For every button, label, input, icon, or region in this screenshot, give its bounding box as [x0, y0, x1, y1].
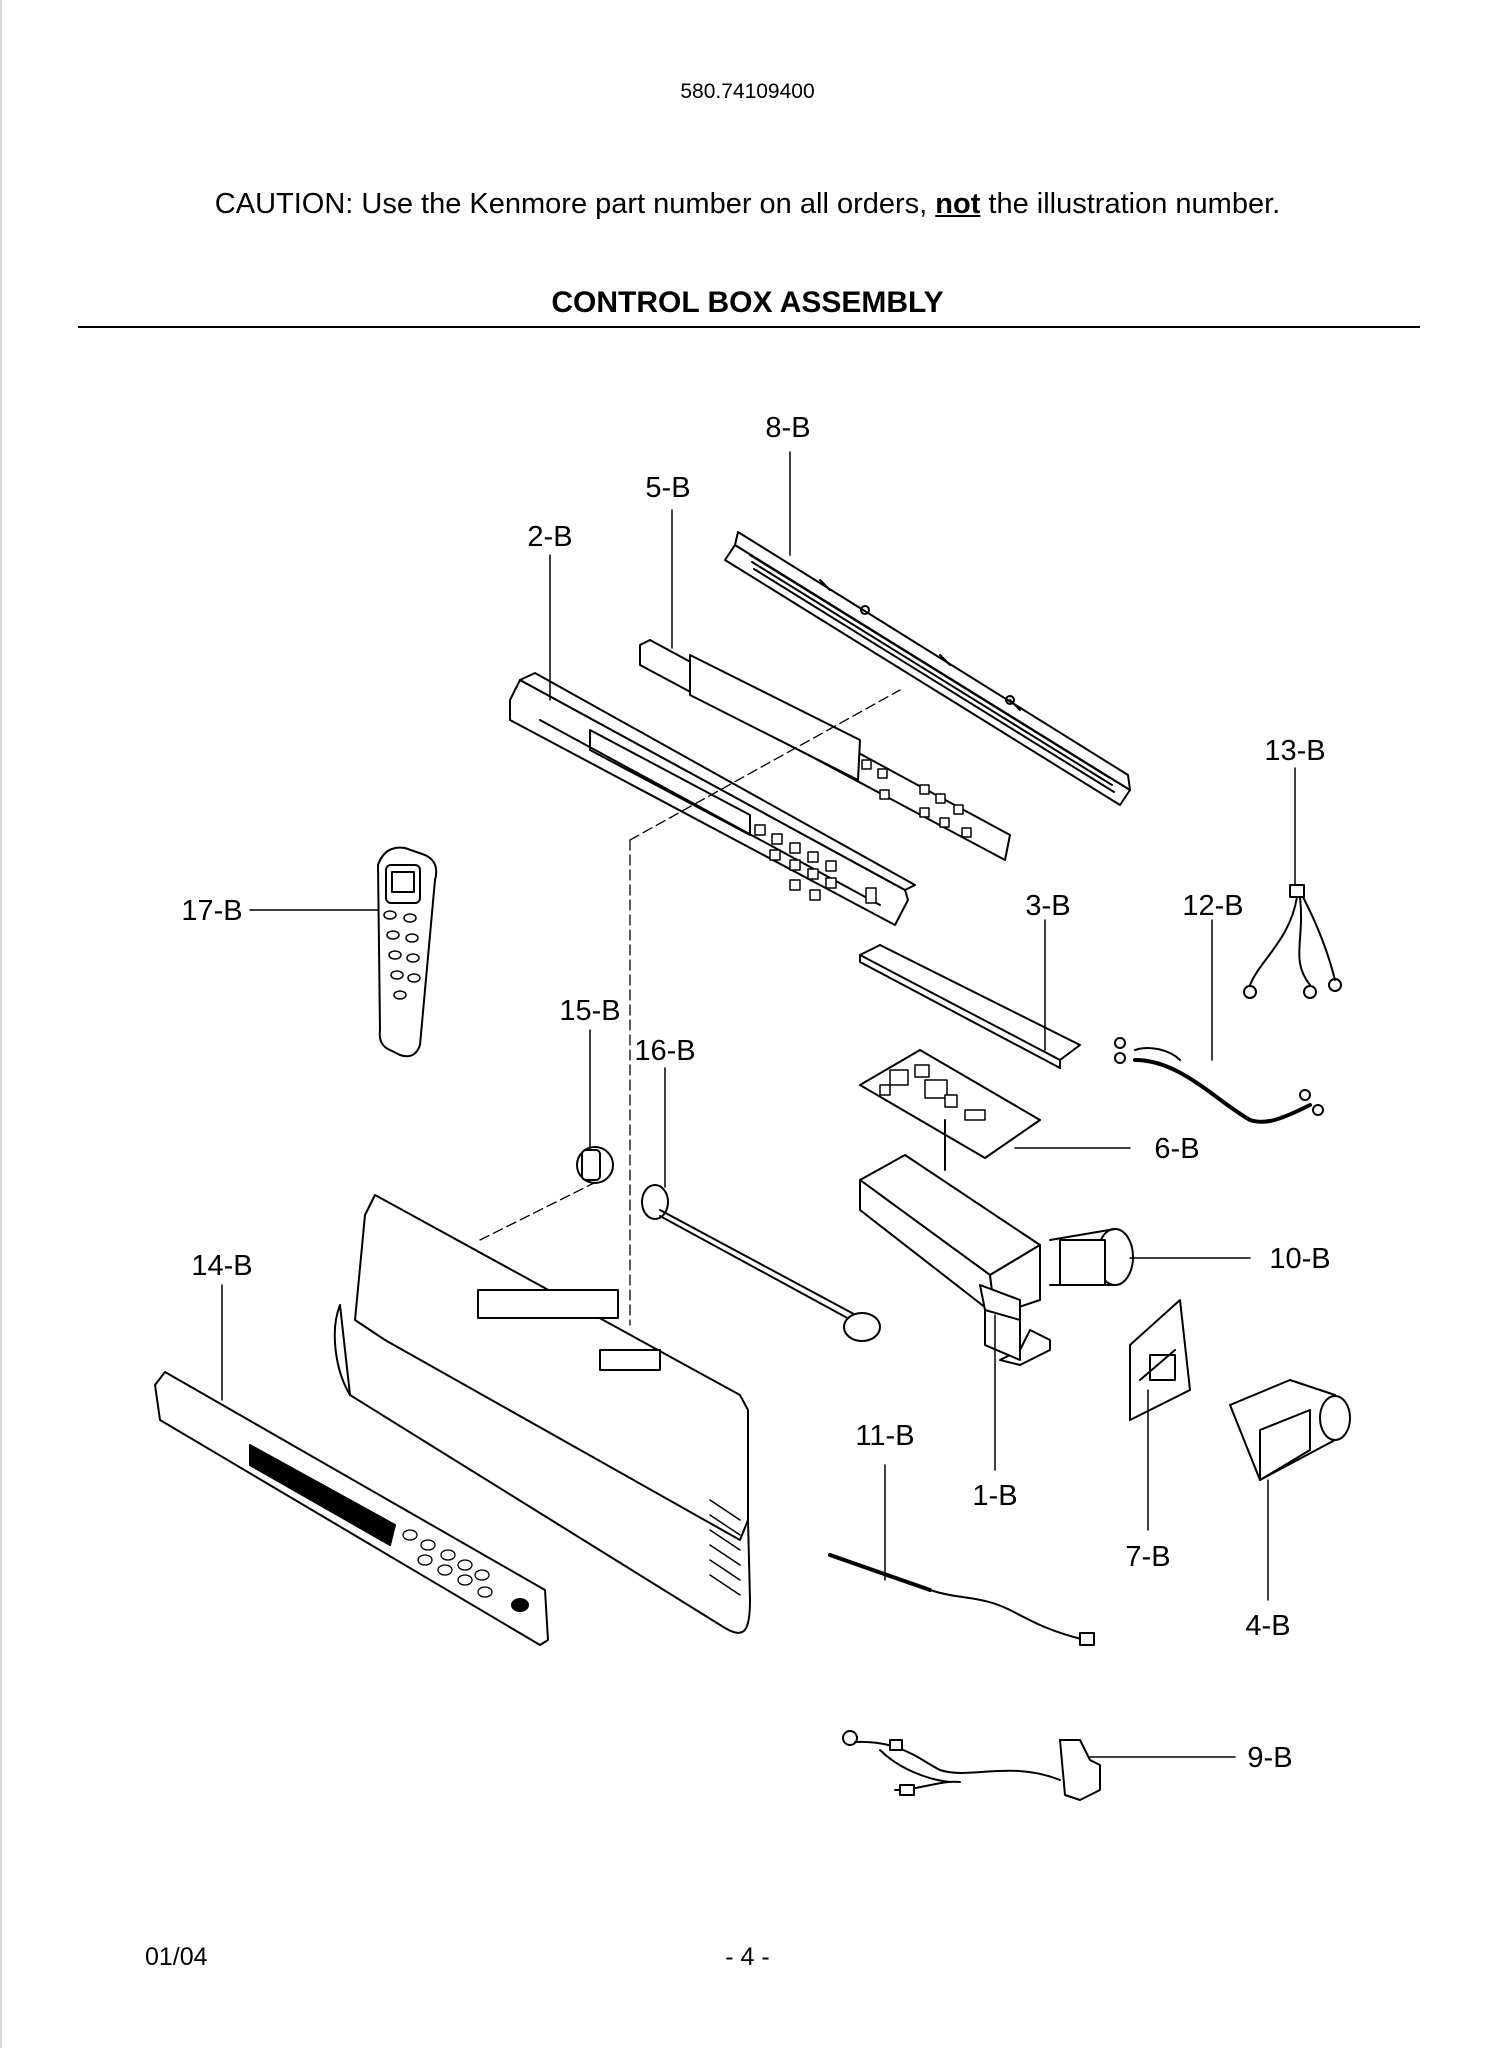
section-title: CONTROL BOX ASSEMBLY: [551, 286, 944, 319]
footer-date: 01/04: [145, 1943, 208, 1971]
callout-15-b: 15-B: [559, 995, 620, 1027]
callout-8-b: 8-B: [765, 412, 810, 444]
callout-7-b: 7-B: [1125, 1541, 1170, 1573]
part-sensor-wire: [828, 1553, 1095, 1646]
part-wire-harness: [1114, 1037, 1324, 1124]
part-shaft-and-bushings: [641, 1184, 881, 1342]
callout-11-b: 11-B: [855, 1420, 914, 1452]
caution-emphasis: not: [935, 188, 981, 220]
callout-9-b: 9-B: [1247, 1742, 1292, 1774]
part-capacitor-bracket: [1229, 1379, 1351, 1481]
part-stepper-motor: [576, 1146, 614, 1184]
callout-13-b: 13-B: [1264, 735, 1325, 767]
callout-1-b: 1-B: [972, 1480, 1017, 1512]
page-edge: [0, 0, 2, 2048]
part-grille-bar: [724, 531, 1131, 806]
callout-2-b: 2-B: [527, 521, 572, 553]
part-remote-control: [377, 846, 438, 1058]
callout-14-b: 14-B: [191, 1250, 252, 1282]
caution-suffix: the illustration number.: [980, 188, 1281, 220]
part-main-pcb: [859, 1049, 1041, 1171]
caution-notice: CAUTION: Use the Kenmore part number on …: [0, 188, 1495, 221]
callout-3-b: 3-B: [1025, 890, 1070, 922]
part-control-box-housing: [859, 1154, 1134, 1366]
callout-12-b: 12-B: [1182, 890, 1243, 922]
caution-prefix: CAUTION: Use the Kenmore part number on …: [214, 188, 936, 220]
part-sensor-leads: [1243, 884, 1342, 999]
callout-16-b: 16-B: [634, 1035, 695, 1067]
part-front-panel: [154, 1371, 549, 1646]
callout-4-b: 4-B: [1245, 1610, 1290, 1642]
callout-17-b: 17-B: [181, 895, 242, 927]
footer-page-number: - 4 -: [725, 1943, 770, 1971]
model-number: 580.74109400: [680, 80, 815, 103]
title-rule: [78, 326, 1420, 328]
assembly-guide-lines: [479, 689, 901, 1326]
part-power-harness: [842, 1730, 1101, 1801]
callout-5-b: 5-B: [645, 472, 690, 504]
callout-leader-lines: [221, 451, 1296, 1758]
part-cover-plate: [859, 944, 1081, 1069]
part-front-case: [333, 1194, 751, 1634]
callout-6-b: 6-B: [1154, 1133, 1199, 1165]
part-relay-board: [1129, 1299, 1191, 1421]
callout-10-b: 10-B: [1269, 1243, 1330, 1275]
part-control-panel-frame: [509, 654, 916, 926]
